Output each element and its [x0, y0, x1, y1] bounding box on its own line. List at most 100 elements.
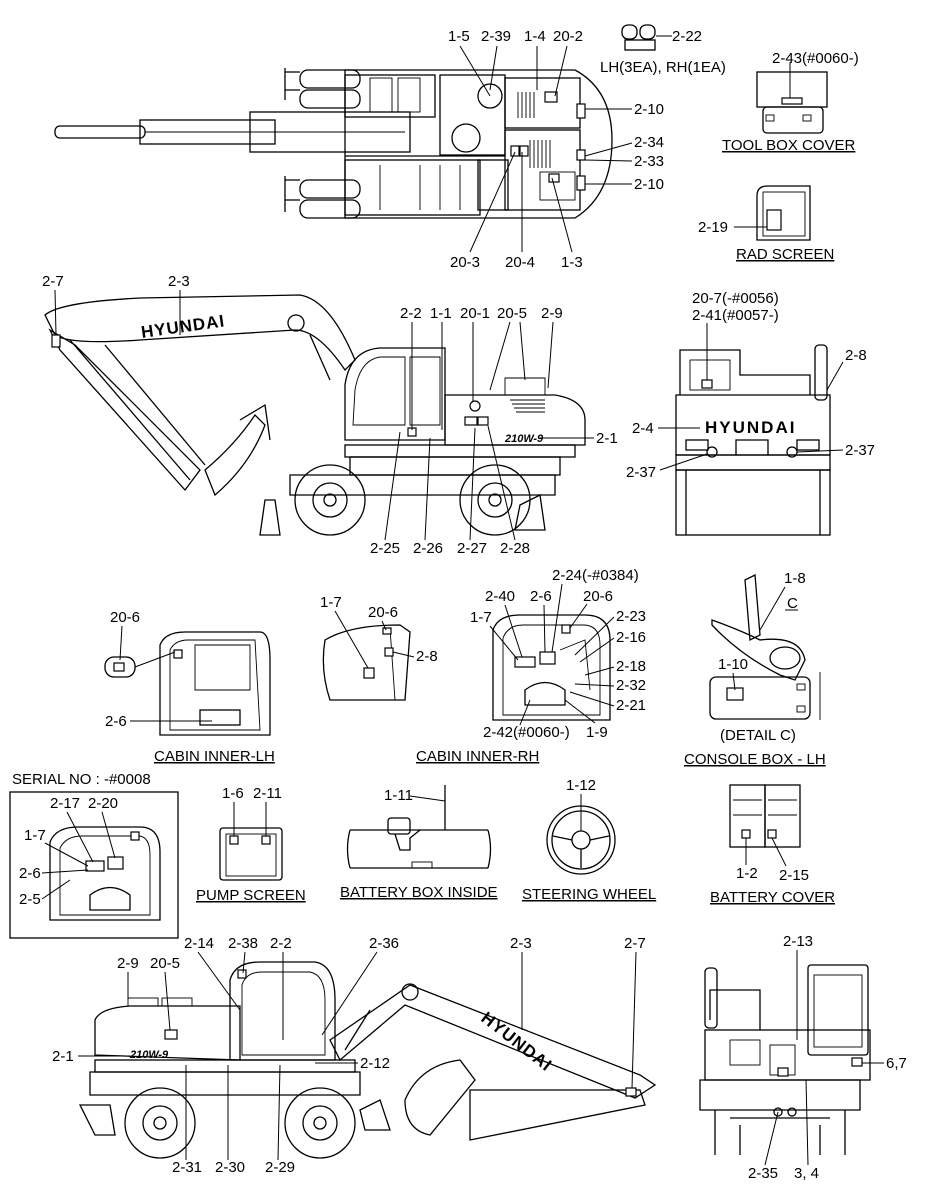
detail-c-caption: (DETAIL C) [720, 727, 796, 744]
label-2-10-upper: 2-10 [634, 101, 664, 118]
label-2-2-upper: 2-2 [400, 305, 422, 322]
label-2-7-lower: 2-7 [624, 935, 646, 952]
battery-box-inside-drawing [346, 785, 492, 869]
label-2-13: 2-13 [783, 933, 813, 950]
side-view-right: 210W-9 [44, 294, 586, 536]
cabin-inner-rh-drawing [492, 614, 611, 721]
label-20-3: 20-3 [450, 254, 480, 271]
label-2-31: 2-31 [172, 1159, 202, 1176]
label-1-8: 1-8 [784, 570, 806, 587]
caption-cabin-inner-lh: CABIN INNER-LH [154, 748, 275, 765]
label-2-9-lower: 2-9 [117, 955, 139, 972]
boom-brand-lower: HYUNDAI [478, 1008, 556, 1075]
label-20-5-upper: 20-5 [497, 305, 527, 322]
label-2-5: 2-5 [19, 891, 41, 908]
label-20-2: 20-2 [553, 28, 583, 45]
label-2-28: 2-28 [500, 540, 530, 557]
label-2-8-rear: 2-8 [845, 347, 867, 364]
label-1-12: 1-12 [566, 777, 596, 794]
label-2-33: 2-33 [634, 153, 664, 170]
label-2-9-upper: 2-9 [541, 305, 563, 322]
label-2-3-lower: 2-3 [510, 935, 532, 952]
label-1-5: 1-5 [448, 28, 470, 45]
label-2-10-lower: 2-10 [634, 176, 664, 193]
label-2-36: 2-36 [369, 935, 399, 952]
label-2-41: 2-41(#0057-) [692, 307, 779, 324]
caption-console-box-lh: CONSOLE BOX - LH [684, 751, 826, 768]
label-2-25: 2-25 [370, 540, 400, 557]
label-2-43: 2-43(#0060-) [772, 50, 859, 67]
label-1-7-pillar: 1-7 [320, 594, 342, 611]
caption-battery-box-inside: BATTERY BOX INSIDE [340, 884, 498, 901]
label-1-2: 1-2 [736, 865, 758, 882]
side-view-left: 210W-9 [78, 961, 657, 1159]
label-1-4: 1-4 [524, 28, 546, 45]
rear-brand: HYUNDAI [705, 418, 796, 437]
label-2-3-upper: 2-3 [168, 273, 190, 290]
label-2-19: 2-19 [698, 219, 728, 236]
serial-number-note: SERIAL NO : -#0008 [12, 771, 151, 788]
label-2-1-upper: 2-1 [596, 430, 618, 447]
label-1-7-serial: 1-7 [24, 827, 46, 844]
label-20-1: 20-1 [460, 305, 490, 322]
model-badge-lower: 210W-9 [129, 1049, 169, 1061]
label-2-2-lower: 2-2 [270, 935, 292, 952]
rear-view [675, 344, 831, 536]
model-badge-upper: 210W-9 [504, 433, 544, 445]
label-2-39: 2-39 [481, 28, 511, 45]
label-2-6-cabin-rh: 2-6 [530, 588, 552, 605]
top-view-plan [54, 68, 613, 219]
label-20-5-lower: 20-5 [150, 955, 180, 972]
label-2-8-pillar: 2-8 [416, 648, 438, 665]
label-lh-rh-count: LH(3EA), RH(1EA) [600, 59, 726, 76]
label-2-21: 2-21 [616, 697, 646, 714]
label-2-24: 2-24(-#0384) [552, 567, 639, 584]
label-1-3: 1-3 [561, 254, 583, 271]
label-1-11: 1-11 [384, 787, 413, 804]
battery-cover-drawing [729, 784, 801, 848]
label-6-7: 6,7 [886, 1055, 907, 1072]
label-2-15: 2-15 [779, 867, 809, 884]
label-2-29: 2-29 [265, 1159, 295, 1176]
label-2-40: 2-40 [485, 588, 515, 605]
label-detail-c: C [787, 595, 798, 612]
console-box-lh-drawing [709, 573, 821, 720]
tool-box-cover-drawing [756, 62, 828, 134]
label-2-30: 2-30 [215, 1159, 245, 1176]
label-1-1: 1-1 [430, 305, 452, 322]
label-2-4: 2-4 [632, 420, 654, 437]
label-2-20: 2-20 [88, 795, 118, 812]
caption-tool-box-cover: TOOL BOX COVER [722, 137, 856, 154]
rad-screen-drawing [734, 185, 811, 241]
label-2-7-upper: 2-7 [42, 273, 64, 290]
label-2-27: 2-27 [457, 540, 487, 557]
label-2-12: 2-12 [360, 1055, 390, 1072]
caption-steering-wheel: STEERING WHEEL [522, 886, 656, 903]
label-2-38: 2-38 [228, 935, 258, 952]
label-2-6-cabin-lh: 2-6 [105, 713, 127, 730]
label-2-42: 2-42(#0060-) [483, 724, 570, 741]
label-2-37-right: 2-37 [845, 442, 875, 459]
decal-2-22-icon [621, 24, 672, 51]
caption-cabin-inner-rh: CABIN INNER-RH [416, 748, 539, 765]
caption-battery-cover: BATTERY COVER [710, 889, 835, 906]
front-view [699, 964, 871, 1155]
label-2-6-serial: 2-6 [19, 865, 41, 882]
label-20-6-cabin-lh: 20-6 [110, 609, 140, 626]
cabin-pillar-panel-drawing [322, 624, 411, 701]
label-2-17: 2-17 [50, 795, 80, 812]
label-1-10: 1-10 [718, 656, 748, 673]
label-2-22: 2-22 [672, 28, 702, 45]
label-1-7-cabin-rh: 1-7 [470, 609, 492, 626]
label-2-35: 2-35 [748, 1165, 778, 1182]
label-2-37-left: 2-37 [626, 464, 656, 481]
serial-number-inset [9, 791, 179, 939]
caption-rad-screen: RAD SCREEN [736, 246, 834, 263]
label-3-4: 3, 4 [794, 1165, 819, 1182]
pump-screen-drawing [219, 827, 283, 881]
label-2-14: 2-14 [184, 935, 214, 952]
label-20-6-pillar: 20-6 [368, 604, 398, 621]
cabin-inner-lh-drawing [104, 631, 271, 736]
label-2-34: 2-34 [634, 134, 664, 151]
